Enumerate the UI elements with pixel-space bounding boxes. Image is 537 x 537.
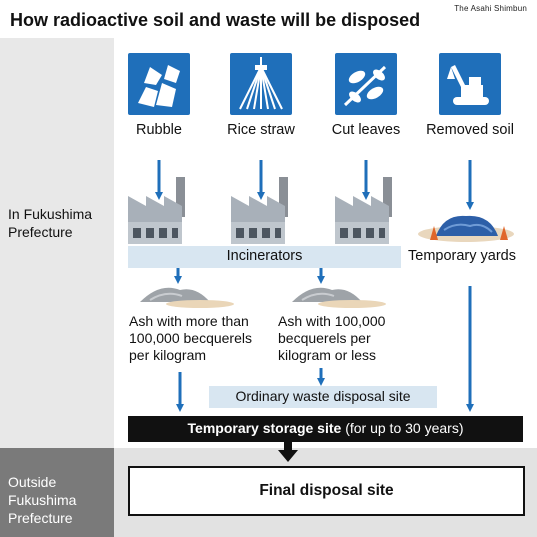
rice-straw-icon bbox=[230, 53, 292, 115]
source-label-rubble: Rubble bbox=[136, 122, 182, 138]
ash-line: 100,000 becquerels bbox=[129, 330, 252, 346]
region-line: Prefecture bbox=[8, 224, 73, 240]
cut-leaves-icon bbox=[335, 53, 397, 115]
excavator-icon bbox=[439, 53, 501, 115]
storage-label-bold: Temporary storage site bbox=[187, 420, 342, 436]
source-credit: The Asahi Shimbun bbox=[454, 4, 527, 13]
diagram-title: How radioactive soil and waste will be d… bbox=[10, 10, 421, 30]
source-label-cut-leaves: Cut leaves bbox=[331, 122, 401, 138]
ash-pile-icon bbox=[140, 287, 234, 308]
final-disposal-box bbox=[128, 466, 525, 516]
inside-region-label: In Fukushima Prefecture bbox=[8, 205, 92, 241]
rubble-icon bbox=[128, 53, 190, 115]
ash-line: kilogram or less bbox=[278, 347, 377, 363]
source-label-removed-soil: Removed soil bbox=[426, 122, 514, 138]
storage-label: Temporary storage site (for up to 30 yea… bbox=[128, 420, 523, 436]
ash-pile-icon bbox=[292, 287, 386, 308]
storage-bar bbox=[128, 416, 523, 442]
region-line: Prefecture bbox=[8, 510, 73, 526]
outside-region-band bbox=[0, 448, 114, 537]
temporary-yards-label: Temporary yards bbox=[408, 248, 516, 264]
ash-line: Ash with 100,000 bbox=[278, 313, 386, 329]
ash-low-label: Ash with 100,000 becquerels per kilogram… bbox=[278, 313, 385, 364]
incinerators-label: Incinerators bbox=[226, 248, 303, 264]
ordinary-site-label: Ordinary waste disposal site bbox=[235, 388, 411, 404]
ash-high-label: Ash with more than 100,000 becquerels pe… bbox=[129, 313, 252, 364]
region-line: Fukushima bbox=[8, 492, 77, 508]
outside-region-label: Outside Fukushima Prefecture bbox=[8, 473, 76, 527]
source-label-rice-straw: Rice straw bbox=[227, 122, 295, 138]
ash-line: becquerels per bbox=[278, 330, 371, 346]
incinerator-icon bbox=[128, 177, 185, 244]
ash-line: Ash with more than bbox=[129, 313, 249, 329]
ordinary-site-bar bbox=[209, 386, 437, 408]
incinerator-icon bbox=[231, 177, 288, 244]
storage-label-rest: (for up to 30 years) bbox=[341, 420, 464, 436]
final-disposal-label: Final disposal site bbox=[259, 482, 394, 499]
incinerators-bar bbox=[128, 246, 401, 268]
region-line: In Fukushima bbox=[8, 206, 93, 222]
region-line: Outside bbox=[8, 474, 57, 490]
ash-line: per kilogram bbox=[129, 347, 207, 363]
flow-arrows bbox=[155, 160, 474, 412]
temporary-yard-icon bbox=[418, 215, 514, 242]
final-arrow bbox=[278, 442, 298, 462]
incinerator-icon bbox=[335, 177, 392, 244]
inside-region-band bbox=[0, 38, 114, 448]
